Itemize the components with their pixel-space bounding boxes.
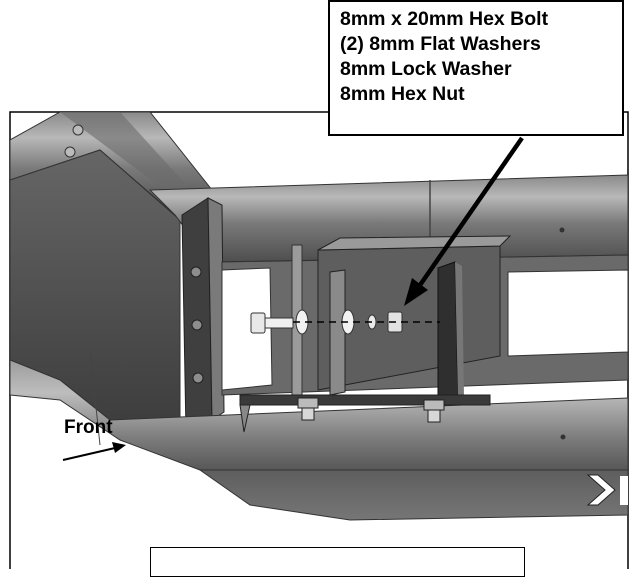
- front-arrow-line: [62, 447, 116, 461]
- lower-bracket-plate: [239, 394, 491, 406]
- upper-bolt-1: [72, 124, 84, 136]
- front-arrowhead: [112, 442, 126, 453]
- front-label: Front: [64, 417, 113, 438]
- lower-nut-left: [297, 397, 319, 421]
- callout-leader-line: [416, 136, 524, 290]
- hardware-stack: [250, 309, 440, 335]
- lower-nut-right: [423, 399, 445, 423]
- skid-chevron: [586, 474, 616, 506]
- hardware-callout: 8mm x 20mm Hex Bolt (2) 8mm Flat Washers…: [328, 0, 624, 136]
- right-l-bracket: [437, 261, 459, 405]
- callout-flat-washers-text: (2) 8mm Flat Washers: [340, 33, 541, 55]
- callout-hex-nut-text: 8mm Hex Nut: [340, 83, 465, 105]
- hex-bolt-shank: [264, 317, 294, 329]
- left-mount-bracket: [181, 197, 213, 433]
- bracket-hole-1: [190, 266, 202, 278]
- hex-bolt-head: [250, 312, 266, 334]
- callout-arrowhead: [404, 278, 428, 306]
- skid-plate: [198, 469, 628, 521]
- callout-lock-washer-text: 8mm Lock Washer: [340, 58, 512, 80]
- bottom-note-box: [150, 547, 525, 577]
- callout-bolt-text: 8mm x 20mm Hex Bolt: [340, 8, 549, 30]
- upper-bolt-2: [64, 146, 76, 158]
- right-window: [507, 269, 628, 357]
- bracket-hole-2: [191, 319, 203, 331]
- bracket-hole-3: [192, 372, 204, 384]
